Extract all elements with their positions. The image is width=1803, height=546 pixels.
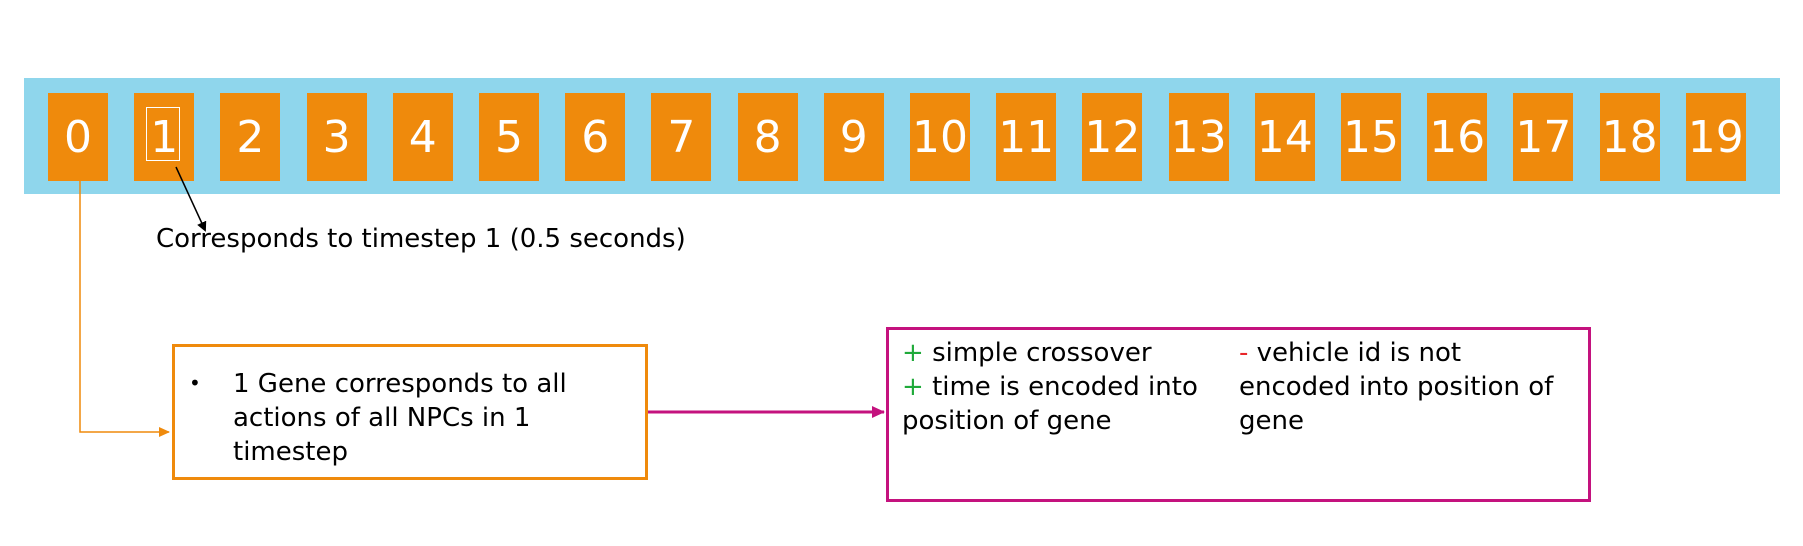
- cons-column: - vehicle id is not encoded into positio…: [1239, 336, 1579, 438]
- timestep-annotation: Corresponds to timestep 1 (0.5 seconds): [156, 224, 686, 254]
- pro-text: simple crossover: [932, 338, 1152, 368]
- gene-cell-3: 3: [306, 93, 367, 181]
- gene-cell-18: 18: [1599, 93, 1660, 181]
- gene-cell-8: 8: [737, 93, 798, 181]
- gene-to-description-arrow: [79, 181, 170, 437]
- plus-sign: +: [902, 372, 924, 402]
- gene-cell-1: 1: [134, 93, 195, 181]
- bullet-marker: •: [189, 371, 201, 395]
- gene-cell-6: 6: [565, 93, 626, 181]
- con-item: - vehicle id is not encoded into positio…: [1239, 336, 1579, 438]
- evaluation-box: + simple crossover + time is encoded int…: [886, 327, 1591, 502]
- gene-description-box: • 1 Gene corresponds to all actions of a…: [172, 344, 648, 480]
- gene-description-text: 1 Gene corresponds to all actions of all…: [233, 369, 567, 467]
- gene-cell-14: 14: [1254, 93, 1315, 181]
- gene-cell-7: 7: [651, 93, 712, 181]
- gene-cell-17: 17: [1513, 93, 1574, 181]
- plus-sign: +: [902, 338, 924, 368]
- pro-item: + time is encoded into position of gene: [902, 370, 1232, 438]
- con-text: vehicle id is not encoded into position …: [1239, 338, 1554, 436]
- gene-cell-4: 4: [392, 93, 453, 181]
- pros-column: + simple crossover + time is encoded int…: [902, 336, 1232, 438]
- gene-cell-2: 2: [220, 93, 281, 181]
- gene-cell-12: 12: [1082, 93, 1143, 181]
- gene-cell-11: 11: [996, 93, 1057, 181]
- gene-cell-19: 19: [1685, 93, 1746, 181]
- minus-sign: -: [1239, 338, 1249, 368]
- gene-cell-16: 16: [1427, 93, 1488, 181]
- pro-item: + simple crossover: [902, 336, 1232, 370]
- pro-text: time is encoded into position of gene: [902, 372, 1198, 436]
- gene-cell-5: 5: [479, 93, 539, 181]
- gene-cell-13: 13: [1168, 93, 1229, 181]
- gene-cell-10: 10: [910, 93, 970, 181]
- gene-cell-0: 0: [48, 93, 108, 181]
- gene-cell-15: 15: [1341, 93, 1401, 181]
- gene-cell-9: 9: [823, 93, 884, 181]
